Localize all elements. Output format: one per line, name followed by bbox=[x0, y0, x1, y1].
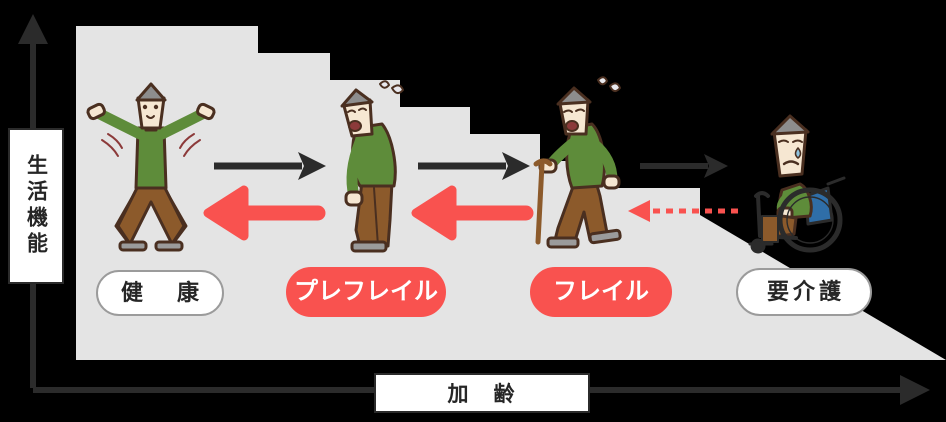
arrow-forward-prefrail-to-frail bbox=[418, 152, 530, 180]
arrow-forward-healthy-to-prefrail bbox=[214, 152, 326, 180]
person-stooped-icon bbox=[340, 80, 404, 253]
y-axis-label-box: 生活機能 bbox=[8, 128, 64, 284]
stage-label-prefrail: プレフレイル bbox=[294, 278, 438, 305]
person-cane-icon bbox=[533, 76, 622, 249]
stage-pill-healthy[interactable]: 健 康 bbox=[96, 270, 224, 316]
stage-label-care: 要介護 bbox=[766, 279, 845, 304]
y-axis-label: 生活機能 bbox=[24, 154, 48, 258]
arrow-reverse-prefrail-to-healthy bbox=[203, 185, 326, 241]
stage-label-healthy: 健 康 bbox=[120, 280, 205, 305]
arrow-reverse-care-to-frail-dotted bbox=[628, 200, 738, 222]
arrow-forward-frail-to-care bbox=[640, 154, 728, 178]
stage-pill-frail[interactable]: フレイル bbox=[530, 267, 672, 317]
arrow-reverse-frail-to-prefrail bbox=[411, 185, 534, 241]
person-healthy-icon bbox=[86, 82, 216, 252]
stage-pill-prefrail[interactable]: プレフレイル bbox=[286, 267, 446, 317]
x-axis-label-box: 加 齢 bbox=[374, 373, 590, 413]
x-axis-label: 加 齢 bbox=[447, 383, 517, 406]
stage-pill-care[interactable]: 要介護 bbox=[736, 268, 872, 316]
person-wheelchair-icon bbox=[748, 114, 846, 254]
stage-label-frail: フレイル bbox=[553, 278, 649, 305]
